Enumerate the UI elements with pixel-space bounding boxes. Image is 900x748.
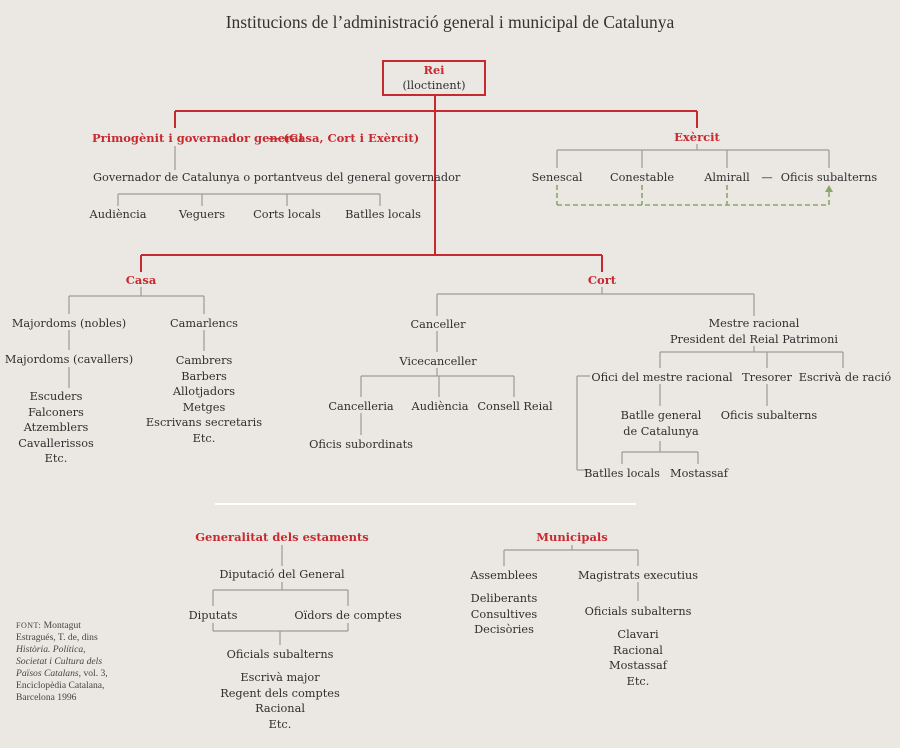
- municipals-title: Municipals: [536, 530, 608, 544]
- mestre-racional-line2: President del Reial Patrimoni: [669, 332, 839, 346]
- vice-child-cancelleria: Cancelleria: [328, 400, 394, 413]
- green-dashed-connector: [556, 185, 830, 206]
- list-item: Etc.: [268, 717, 292, 731]
- vice-child-audiencia: Audiència: [411, 400, 469, 413]
- list-item: Etc.: [44, 452, 68, 465]
- green-arrowhead: [825, 185, 833, 192]
- list-item: Etc.: [192, 431, 216, 445]
- exercit-conestable: Conestable: [609, 171, 675, 184]
- batlle-general-line2: de Catalunya: [623, 424, 699, 438]
- generalitat-oficials-list: Escrivà major Regent dels comptes Racion…: [220, 670, 340, 732]
- camarlencs: Camarlencs: [170, 317, 238, 330]
- assemblees: Assemblees: [470, 569, 538, 582]
- tresorer: Tresorer: [742, 371, 792, 384]
- list-item: Clavari: [617, 628, 659, 641]
- list-item: Decisòries: [474, 623, 534, 636]
- gov-child-audiencia: Audiència: [89, 208, 147, 221]
- page-title: Institucions de l’administració general …: [225, 12, 675, 32]
- list-item: Consultives: [470, 607, 538, 621]
- majordoms-list: Escuders Falconers Atzemblers Cavalleris…: [18, 389, 94, 467]
- list-item: Racional: [613, 643, 663, 657]
- exercit-oficis-subalterns: Oficis subalterns: [780, 171, 878, 184]
- grey-connectors: [68, 144, 844, 645]
- source-author: Montagut Estragués, T. de, dins: [16, 620, 98, 643]
- list-item: Escrivans secretaris: [145, 416, 263, 429]
- list-item: Atzemblers: [23, 421, 89, 434]
- magistrats-executius: Magistrats executius: [577, 569, 699, 582]
- batlle-general-line1: Batlle general: [620, 409, 702, 422]
- rei-title: Rei: [423, 63, 445, 77]
- vicecanceller: Vicecanceller: [399, 355, 477, 368]
- municipals-oficials-subalterns: Oficials subalterns: [584, 605, 692, 618]
- governador-label: Governador de Catalunya o portantveus de…: [93, 171, 461, 184]
- source-rest: , vol. 3, Enciclopèdia Catalana, Barcelo…: [16, 668, 108, 703]
- gov-child-corts-locals: Corts locals: [253, 208, 321, 221]
- vice-child-consell-reial: Consell Reial: [477, 400, 553, 413]
- source-work: Història. Política, Societat i Cultura d…: [16, 644, 103, 679]
- batlle-general: Batlle general de Catalunya: [621, 408, 702, 439]
- oidors-de-comptes: Oïdors de comptes: [294, 609, 402, 622]
- mestre-racional-line1: Mestre racional: [708, 317, 800, 330]
- ofici-mestre-racional: Ofici del mestre racional: [591, 371, 733, 384]
- camarlencs-list: Cambrers Barbers Allotjadors Metges Escr…: [146, 353, 262, 446]
- municipals-oficials-list: Clavari Racional Mostassaf Etc.: [609, 627, 667, 689]
- source-label: FONT:: [16, 621, 42, 630]
- section-divider: [215, 503, 636, 505]
- list-item: Escuders: [29, 390, 83, 403]
- gov-child-veguers: Veguers: [178, 208, 226, 221]
- escriva-de-racio: Escrivà de ració: [798, 371, 892, 384]
- red-connectors: [140, 96, 698, 272]
- list-item: Etc.: [626, 674, 650, 688]
- list-item: Cambrers: [175, 354, 233, 367]
- exercit-dash: —: [761, 171, 773, 184]
- cort-title: Cort: [587, 273, 617, 287]
- exercit-senescal: Senescal: [531, 171, 583, 184]
- casa-title: Casa: [125, 273, 157, 287]
- list-item: Racional: [255, 702, 305, 715]
- majordoms-cavallers: Majordoms (cavallers): [4, 353, 134, 366]
- list-item: Falconers: [28, 405, 84, 419]
- primogenit-label: Primogènit i governador general: [92, 131, 303, 145]
- list-item: Metges: [182, 400, 226, 414]
- generalitat-oficials-subalterns: Oficials subalterns: [226, 648, 334, 661]
- oficis-subordinats: Oficis subordinats: [309, 438, 413, 451]
- cort-batlles-locals: Batlles locals: [584, 467, 660, 480]
- mestre-racional: Mestre racional President del Reial Patr…: [670, 316, 838, 347]
- exercit-title: Exèrcit: [674, 130, 720, 144]
- rei-subtitle: (lloctinent): [402, 79, 466, 92]
- list-item: Regent dels comptes: [220, 686, 340, 700]
- casa-cort-exercit-label: — (Casa, Cort i Exèrcit): [268, 131, 420, 145]
- diputats: Diputats: [188, 609, 238, 622]
- list-item: Barbers: [181, 369, 227, 383]
- majordoms-nobles: Majordoms (nobles): [11, 317, 127, 330]
- list-item: Escrivà major: [240, 671, 320, 684]
- list-item: Cavallerissos: [18, 436, 94, 450]
- list-item: Allotjadors: [172, 385, 236, 398]
- tresorer-oficis-subalterns: Oficis subalterns: [720, 409, 818, 422]
- source-note: FONT: Montagut Estragués, T. de, dins Hi…: [16, 620, 108, 704]
- rei-box: Rei (lloctinent): [382, 60, 486, 96]
- gov-child-batlles-locals: Batlles locals: [345, 208, 421, 221]
- assemblees-list: Deliberants Consultives Decisòries: [471, 591, 538, 638]
- list-item: Mostassaf: [609, 659, 667, 672]
- list-item: Deliberants: [470, 592, 538, 605]
- generalitat-title: Generalitat dels estaments: [195, 530, 369, 544]
- diputacio-del-general: Diputació del General: [219, 568, 345, 581]
- cort-mostassaf: Mostassaf: [670, 467, 728, 480]
- exercit-almirall: Almirall: [704, 171, 750, 184]
- canceller: Canceller: [410, 318, 466, 331]
